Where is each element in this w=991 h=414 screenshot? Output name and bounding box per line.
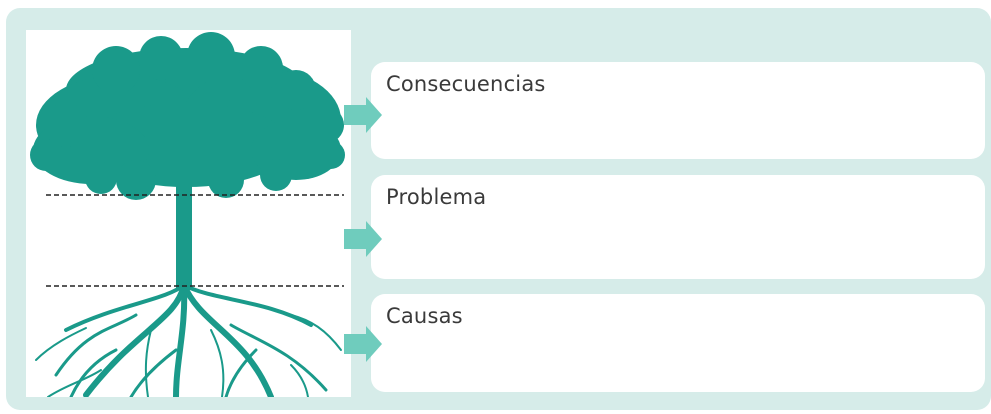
tree-illustration <box>26 30 351 397</box>
arrow-right-icon <box>344 97 382 133</box>
causes-label: Causas <box>386 304 463 328</box>
consequences-label: Consecuencias <box>386 72 546 96</box>
problem-label: Problema <box>386 185 487 209</box>
arrow-right-icon <box>344 221 382 257</box>
tree-trunk <box>176 150 192 290</box>
tree-with-roots-icon <box>30 32 345 397</box>
problem-box[interactable]: Problema <box>371 175 985 279</box>
consequences-box[interactable]: Consecuencias <box>371 62 985 159</box>
tree-canopy <box>30 32 345 200</box>
arrow-right-icon <box>344 326 382 362</box>
tree-roots <box>35 282 342 397</box>
causes-box[interactable]: Causas <box>371 294 985 392</box>
